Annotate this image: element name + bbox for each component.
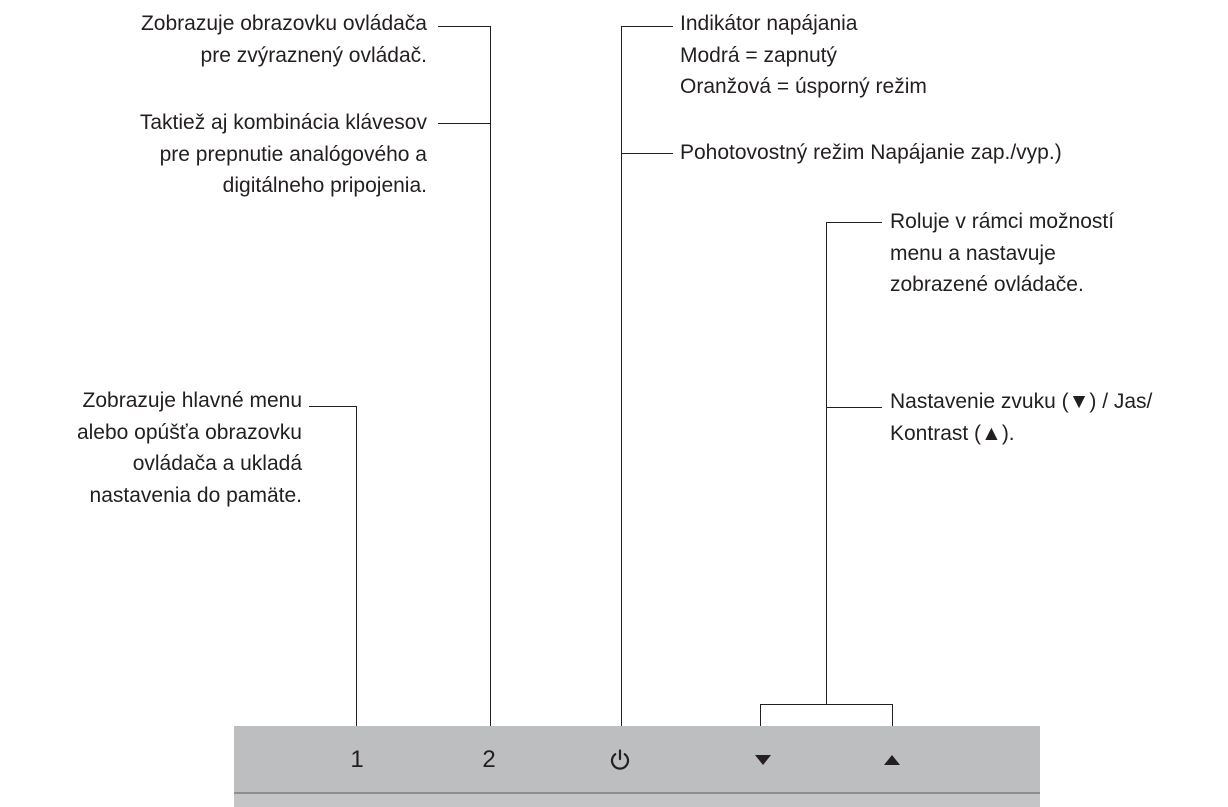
power-icon xyxy=(610,749,630,770)
leader-line-power-vertical xyxy=(621,26,622,726)
callout-arrows-audio: Nastavenie zvuku (▼) / Jas/ Kontrast (▲)… xyxy=(890,386,1152,449)
key-1-button[interactable]: 1 xyxy=(350,746,364,773)
leader-line-button1 xyxy=(309,406,357,407)
callout-line: Modrá = zapnutý xyxy=(680,43,838,67)
callout-line: Zobrazuje hlavné menu xyxy=(82,389,302,412)
callout-line: Oranžová = úsporný režim xyxy=(680,75,927,98)
leader-line-arrows-top xyxy=(826,222,882,223)
callout-arrows-scroll: Roluje v rámci možností menu a nastavuje… xyxy=(890,206,1114,301)
callout-power-indicator: Indikátor napájania Modrá = zapnutý Oran… xyxy=(680,8,927,103)
key-2-button[interactable]: 2 xyxy=(482,746,496,773)
callout-line: ovládača a ukladá xyxy=(132,452,302,475)
callout-power-standby: Pohotovostný režim Napájanie zap./vyp.) xyxy=(680,137,1062,169)
leader-line-arrows-vertical xyxy=(826,222,827,704)
panel-bottom-edge xyxy=(234,792,1040,807)
up-triangle-icon xyxy=(884,755,900,765)
callout-button2-top: Zobrazuje obrazovku ovládača pre zvýrazn… xyxy=(141,8,427,71)
callout-line: Roluje v rámci možností xyxy=(890,210,1115,233)
callout-line: pre zvýraznený ovládač. xyxy=(200,43,427,67)
callout-line: pre prepnutie analógového a xyxy=(159,142,427,166)
callout-button1: Zobrazuje hlavné menu alebo opúšťa obraz… xyxy=(77,385,302,511)
down-arrow-button[interactable] xyxy=(733,738,793,782)
callout-line: zobrazené ovládače. xyxy=(890,273,1084,296)
callout-line: Taktiež aj kombinácia klávesov xyxy=(139,111,427,134)
monitor-control-panel: 1 2 xyxy=(234,726,1040,807)
leader-line-button2-top xyxy=(438,26,491,27)
callout-line: Nastavenie zvuku (▼) / Jas/ xyxy=(890,390,1153,413)
callout-line: Pohotovostný režim Napájanie zap./vyp.) xyxy=(680,141,1062,164)
leader-line-power-top xyxy=(621,26,673,27)
leader-line-button2-bottom xyxy=(438,123,491,124)
leader-line-arrows-bracket xyxy=(760,704,893,705)
callout-line: alebo opúšťa obrazovku xyxy=(76,420,302,444)
callout-line: digitálneho pripojenia. xyxy=(222,174,427,197)
leader-line-arrows-bracket-left xyxy=(760,704,761,726)
callout-button2-bottom: Taktiež aj kombinácia klávesov pre prepn… xyxy=(140,107,427,202)
leader-line-arrows-bracket-right xyxy=(892,704,893,726)
power-button[interactable] xyxy=(590,738,650,782)
leader-line-button2-vertical xyxy=(490,26,491,726)
callout-line: Indikátor napájania xyxy=(680,12,858,35)
down-triangle-icon xyxy=(755,755,771,765)
leader-line-button1-vertical xyxy=(356,406,357,726)
leader-line-arrows-audio xyxy=(826,407,882,408)
callout-line: Kontrast (▲). xyxy=(890,421,1015,445)
up-arrow-button[interactable] xyxy=(862,738,922,782)
leader-line-power-standby xyxy=(621,153,673,154)
callout-line: nastavenia do pamäte. xyxy=(89,483,302,507)
callout-line: Zobrazuje obrazovku ovládača xyxy=(140,12,427,35)
callout-line: menu a nastavuje xyxy=(890,241,1056,265)
